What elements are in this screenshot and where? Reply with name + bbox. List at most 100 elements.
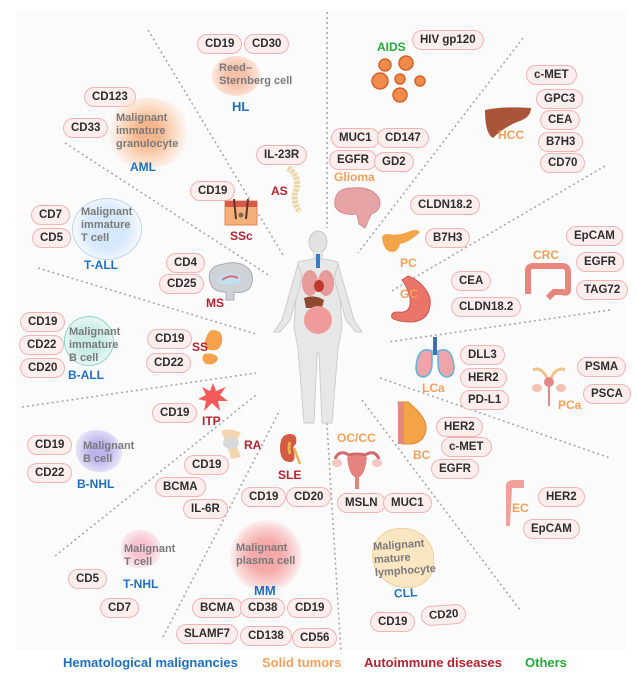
- human-body-icon: [273, 230, 363, 424]
- legend-hematological: Hematological malignancies: [63, 655, 238, 670]
- disease-label-ss: SS: [192, 340, 209, 354]
- brain-icon: [208, 262, 254, 301]
- salivary-gland-icon: [202, 330, 223, 365]
- target-pill: CD123: [84, 87, 136, 107]
- b-cell-icon: [76, 430, 122, 472]
- t-cell-icon: [121, 530, 161, 568]
- target-pill: c-MET: [526, 65, 577, 85]
- divider: [361, 399, 521, 611]
- target-pill: HIV gp120: [412, 30, 484, 50]
- target-pill: PSCA: [583, 384, 631, 404]
- target-pill: CEA: [451, 271, 492, 291]
- divider: [64, 142, 271, 277]
- target-pill: CD20: [420, 603, 468, 627]
- target-pill: CD19: [287, 598, 333, 618]
- target-pill: CD19: [190, 181, 236, 201]
- disease-label-ec: EC: [512, 501, 529, 515]
- disease-label-itp: ITP: [202, 414, 221, 428]
- target-pill: CD25: [159, 274, 205, 294]
- target-pill: CLDN18.2: [410, 195, 481, 215]
- granulocyte-cell-icon: [103, 98, 193, 168]
- disease-label-aml: AML: [130, 160, 156, 174]
- disease-label-gc: GC: [400, 287, 418, 301]
- target-pill: CD19: [27, 435, 73, 455]
- disease-label-bc: BC: [413, 448, 431, 462]
- hiv-virus-icon: [371, 55, 426, 103]
- disease-label-ssc: SSc: [230, 229, 253, 243]
- esophagus-icon: [506, 480, 524, 526]
- target-pill: CD19: [20, 312, 66, 332]
- breast-icon: [397, 401, 427, 445]
- target-pill: GPC3: [536, 89, 584, 109]
- target-pill: EpCAM: [523, 519, 580, 539]
- lymphocyte-cell-icon: [372, 528, 434, 588]
- disease-label-glioma: Glioma: [334, 170, 375, 184]
- target-pill: CD7: [100, 598, 140, 618]
- disease-label-lca: LCa: [422, 381, 445, 395]
- target-pill: CD33: [63, 118, 109, 138]
- target-pill: CD56: [292, 628, 338, 648]
- target-pill: CEA: [540, 110, 581, 130]
- cell-label: Reed–Sternberg cell: [219, 62, 293, 87]
- knee-joint-icon: [221, 429, 241, 459]
- target-pill: EGFR: [431, 459, 479, 479]
- target-pill: CD30: [244, 34, 290, 54]
- disease-label-b-all: B-ALL: [68, 368, 104, 382]
- reed-sternberg-cell-icon: [212, 56, 260, 96]
- target-pill: EpCAM: [566, 226, 623, 246]
- pancreas-icon: [382, 230, 420, 252]
- target-pill: CD19: [370, 612, 416, 632]
- disease-label-oc-cc: OC/CC: [337, 431, 376, 445]
- target-pill: MSLN: [337, 493, 386, 513]
- target-pill: CD5: [68, 569, 108, 589]
- target-pill: CD19: [152, 403, 198, 423]
- stomach-icon: [391, 275, 431, 323]
- disease-label-hl: HL: [232, 99, 250, 114]
- target-pill: PD-L1: [460, 390, 510, 410]
- disease-label-crc: CRC: [533, 248, 559, 262]
- target-pill: CD38: [240, 598, 286, 618]
- target-pill: MUC1: [383, 493, 432, 513]
- target-pill: HER2: [460, 368, 507, 388]
- disease-label-hcc: HCC: [498, 128, 524, 142]
- target-pill: CD70: [540, 153, 586, 173]
- disease-label-mm: MM: [254, 583, 276, 598]
- target-pill: EGFR: [576, 252, 624, 272]
- target-pill: SLAMF7: [176, 624, 238, 644]
- plasma-cell-icon: [230, 520, 302, 592]
- target-pill: c-MET: [441, 437, 492, 457]
- target-pill: CD19: [241, 487, 287, 507]
- target-pill: GD2: [374, 152, 414, 172]
- colon-icon: [525, 263, 571, 301]
- uterus-icon: [332, 451, 382, 489]
- target-pill: PSMA: [577, 357, 627, 377]
- divider: [387, 309, 611, 343]
- target-pill: HER2: [436, 417, 483, 437]
- divider: [147, 29, 284, 256]
- divider: [389, 165, 606, 293]
- brain-icon: [334, 187, 381, 229]
- target-pill: CD19: [197, 34, 243, 54]
- target-pill: BCMA: [192, 598, 243, 618]
- disease-label-ms: MS: [206, 296, 224, 310]
- target-pill: EGFR: [329, 150, 377, 170]
- prostate-icon: [532, 367, 566, 406]
- disease-label-cll: CLL: [393, 585, 418, 601]
- liver-icon: [485, 107, 531, 138]
- target-pill: B7H3: [538, 132, 584, 152]
- skin-icon: [224, 198, 258, 226]
- target-pill: B7H3: [425, 228, 471, 248]
- target-pill: CD20: [20, 358, 66, 378]
- disease-label-b-nhl: B-NHL: [77, 477, 115, 491]
- disease-label-t-nhl: T-NHL: [123, 577, 159, 591]
- legend-others: Others: [525, 655, 567, 670]
- target-pill: IL-6R: [183, 499, 228, 519]
- b-cell-icon: [64, 316, 114, 366]
